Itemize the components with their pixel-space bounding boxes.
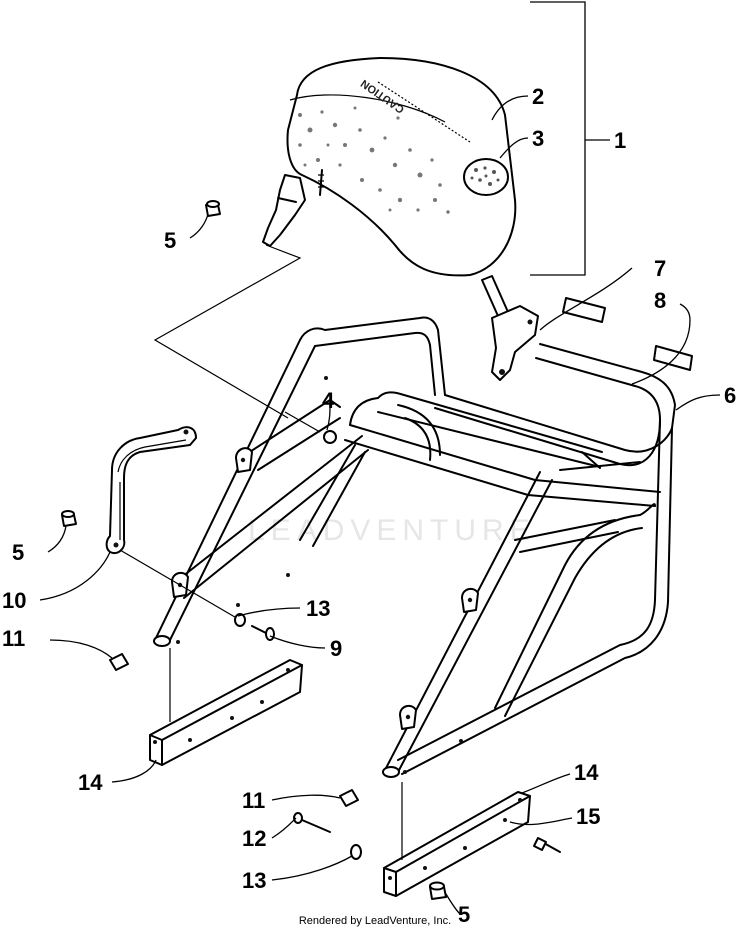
callout-5-left: 5 [12,540,24,565]
end-plug-left [109,653,129,671]
decal-8 [653,345,693,371]
callout-14-right: 14 [574,760,599,785]
callout-5-top: 5 [164,228,176,253]
bolt-9 [119,549,275,641]
callout-13-left: 13 [306,596,330,621]
callout-1: 1 [614,128,626,153]
badge-emblem [463,158,509,196]
rack-frame [153,316,676,778]
callout-8: 8 [654,288,666,313]
mounting-plate-left [149,659,303,766]
callout-3: 3 [532,126,544,151]
screw-4 [284,411,337,444]
mounting-plate-right [383,791,531,897]
callout-7: 7 [654,256,666,281]
callout-4: 4 [322,388,335,413]
callout-14-left: 14 [78,770,103,795]
callout-10: 10 [2,588,26,613]
backrest-pad: CAUTION [262,57,517,277]
rubber-cap-left [61,510,77,527]
leader-lines [39,1,721,915]
rubber-cap-bottom [429,881,447,900]
footer-credit: Rendered by LeadVenture, Inc. [298,915,452,927]
decal-7 [562,297,606,323]
backrest-bracket [481,275,539,381]
washer-13-right [350,844,362,860]
watermark: LEADVENTURE [248,514,536,547]
callout-6: 6 [724,383,736,408]
grab-handle [105,426,197,554]
pin-15 [533,837,561,853]
callout-11-right: 11 [242,788,265,813]
callout-11-left: 11 [2,626,25,651]
callout-9: 9 [330,636,342,661]
callout-5-bottom: 5 [458,902,470,927]
rubber-cap-top [205,200,221,217]
callout-12: 12 [242,826,266,851]
bolt-12 [293,812,331,833]
callout-15: 15 [576,804,600,829]
end-plug-right [339,789,359,807]
callout-13-right: 13 [242,868,266,893]
callout-2: 2 [532,84,544,109]
